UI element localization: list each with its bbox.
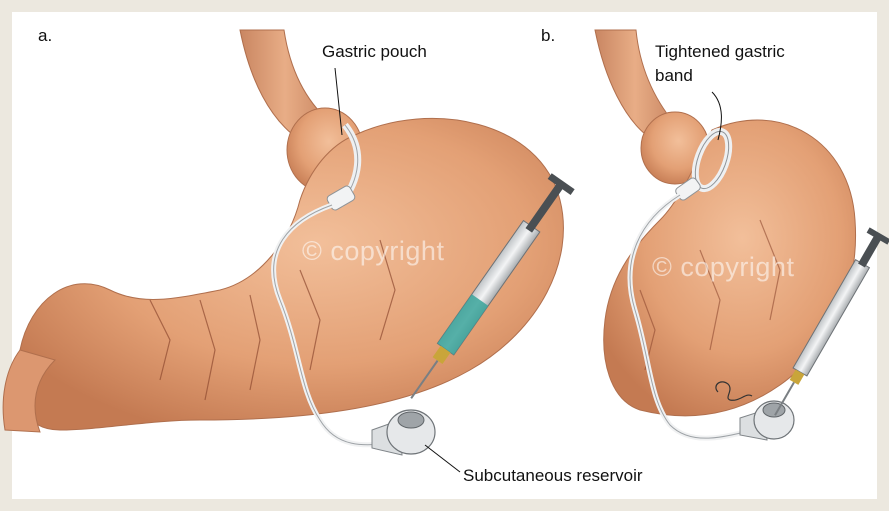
reservoir-b (740, 401, 794, 440)
reservoir-a (372, 410, 435, 455)
leader-subcutaneous-reservoir (425, 445, 460, 472)
gastric-pouch-label: Gastric pouch (322, 42, 427, 62)
subcutaneous-reservoir-label: Subcutaneous reservoir (463, 466, 643, 486)
panel-a-letter: a. (38, 26, 52, 46)
panel-b-letter: b. (541, 26, 555, 46)
tightened-band-label-line2: band (655, 66, 693, 86)
tightened-band-label-line1: Tightened gastric (655, 42, 785, 62)
watermark-b: © copyright (652, 252, 794, 283)
watermark-a: © copyright (302, 236, 444, 267)
stomach-b (595, 30, 856, 438)
stomach-a (3, 30, 563, 445)
